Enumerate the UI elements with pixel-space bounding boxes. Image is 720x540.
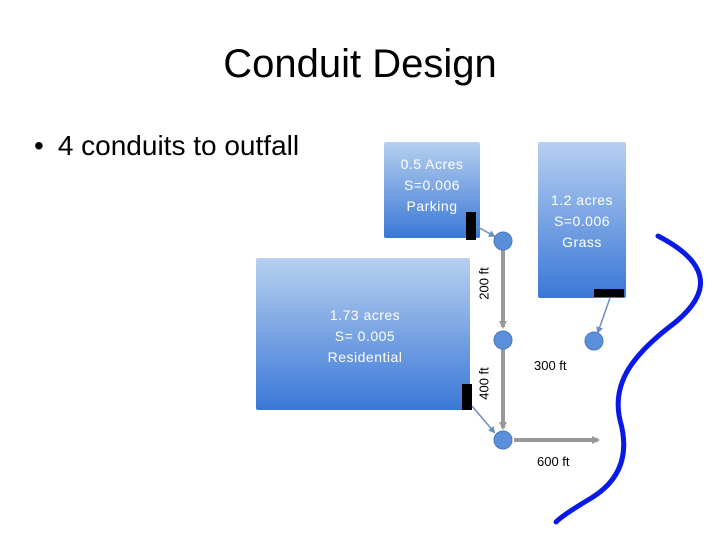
parking-inlet (466, 212, 476, 240)
parking-area-slope: S=0.006 (403, 177, 461, 193)
residential-inlet (462, 384, 472, 410)
residential-area-size: 1.73 acres (329, 307, 401, 323)
node-grass (584, 331, 604, 351)
label-300ft: 300 ft (534, 358, 567, 373)
grass-area-size: 1.2 acres (550, 192, 614, 208)
grass-area-type: Grass (562, 234, 602, 250)
parking-area (384, 142, 480, 238)
label-400ft: 400 ft (476, 367, 492, 400)
slide-title: Conduit Design (223, 42, 497, 86)
residential-area-label: 1.73 acres S= 0.005 Residential (300, 305, 430, 368)
label-600ft: 600 ft (537, 454, 570, 469)
parking-runoff-arrow (475, 225, 496, 237)
river (553, 233, 703, 525)
grass-inlet (594, 289, 624, 297)
residential-runoff-arrow (471, 405, 496, 434)
node-junction (493, 330, 513, 350)
bullet-text: 4 conduits to outfall (57, 130, 300, 161)
residential-area (256, 258, 470, 410)
parking-area-label: 0.5 Acres S=0.006 Parking (384, 154, 480, 217)
grass-area-slope: S=0.006 (553, 213, 611, 229)
node-residential (493, 430, 513, 450)
parking-area-type: Parking (406, 198, 458, 214)
bullet-item: • 4 conduits to outfall (34, 130, 299, 162)
residential-area-slope: S= 0.005 (334, 328, 396, 344)
bullet-marker: • (34, 130, 44, 161)
label-200ft: 200 ft (476, 267, 492, 300)
grass-area-label: 1.2 acres S=0.006 Grass (538, 190, 626, 253)
residential-area-type: Residential (327, 349, 403, 365)
grass-area (538, 142, 626, 298)
grass-runoff-arrow (596, 297, 611, 334)
parking-area-size: 0.5 Acres (400, 156, 464, 172)
node-parking (493, 231, 513, 251)
